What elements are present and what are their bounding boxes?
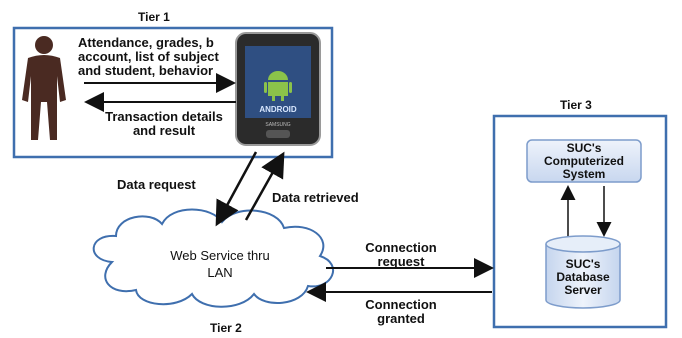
user-to-device-line1: Attendance, grades, b [78,36,214,50]
cloud-label: Web Service thru LAN [150,247,290,281]
database-line1: SUC's [565,257,601,271]
data-retrieved-label: Data retrieved [272,190,359,205]
web-service-cloud [92,208,334,308]
arrow-data-retrieved [244,151,285,221]
database-server-label: SUC's Database Server [546,258,620,297]
tier2-label: Tier 2 [210,321,242,335]
user-to-device-text: Attendance, grades, b account, list of s… [78,36,236,78]
user-to-device-line2: account, list of subject [78,49,219,64]
android-wordmark: ANDROID [259,105,297,114]
device-to-user-text: Transaction details and result [89,110,239,138]
connection-request-label: Connection request [356,241,446,269]
connection-request-line1: Connection [365,240,437,255]
system-line3: System [562,167,606,181]
connection-granted-line2: granted [377,311,425,326]
connection-granted-line1: Connection [365,297,437,312]
device-to-user-line2: and result [132,123,196,138]
arrow-data-request [215,151,258,227]
database-line3: Server [564,283,602,297]
system-line1: SUC's [566,141,602,155]
system-line2: Computerized [543,154,624,168]
computerized-system-box [526,139,642,183]
tier1-label: Tier 1 [138,10,170,24]
person-icon [22,36,66,140]
tier3-frame [492,114,668,329]
android-icon [264,71,292,101]
database-server-cylinder [545,235,621,309]
computerized-system-label: SUC's Computerized System [527,142,641,181]
database-line2: Database [556,270,610,284]
user-to-device-line3: and student, behavior [78,63,214,78]
connection-granted-label: Connection granted [356,298,446,326]
data-request-label: Data request [117,177,196,192]
tier1-frame [12,26,334,159]
smartphone-icon: ANDROID SAMSUNG [235,32,321,146]
connection-request-line2: request [377,254,425,269]
phone-brand: SAMSUNG [265,122,290,128]
device-to-user-line1: Transaction details [105,109,223,124]
cloud-label-line2: LAN [207,265,233,280]
cloud-label-line1: Web Service thru [170,248,270,263]
tier3-label: Tier 3 [560,98,592,112]
